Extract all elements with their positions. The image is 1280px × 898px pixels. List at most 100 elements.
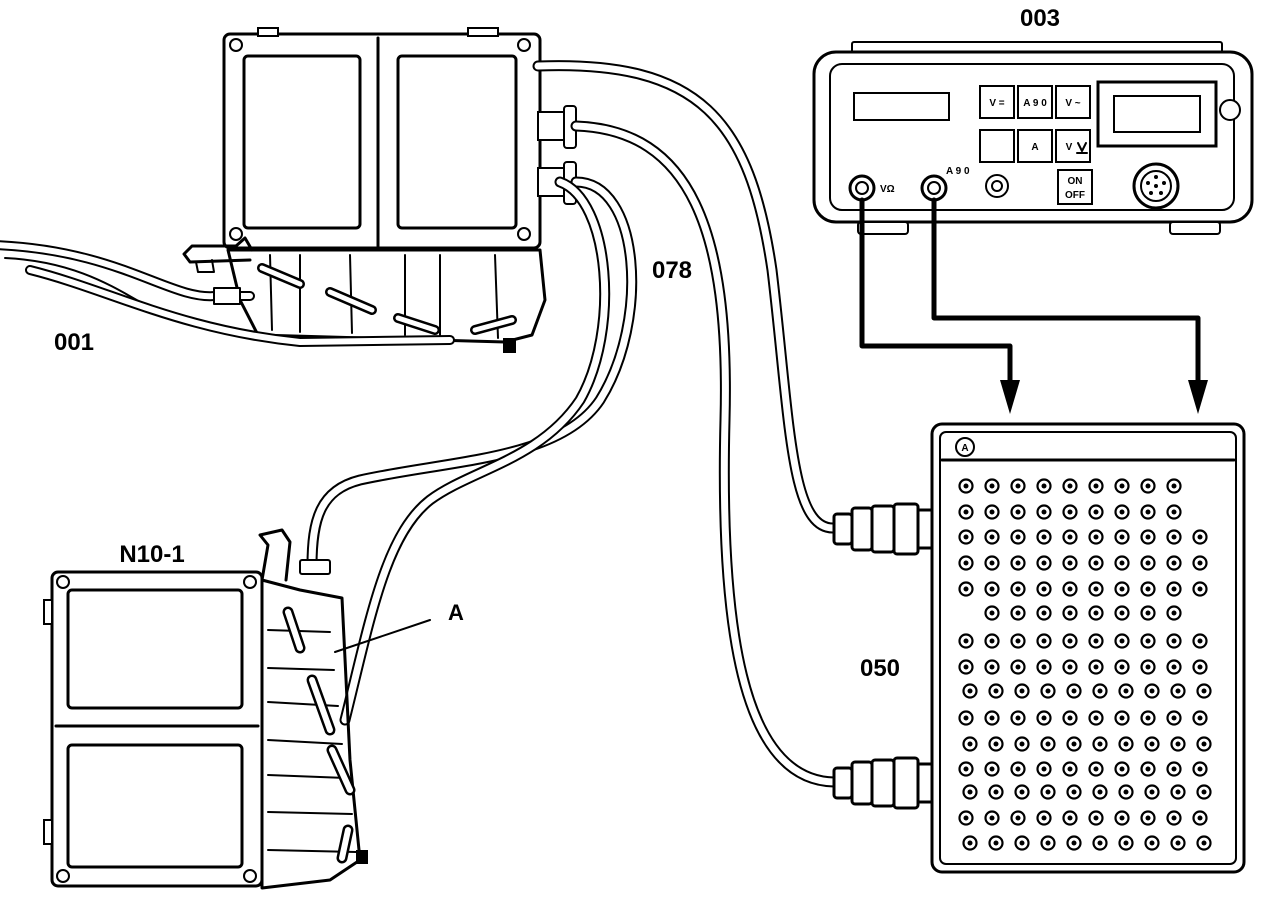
breakout-pin-center <box>989 534 995 540</box>
breakout-pin-center <box>1093 715 1099 721</box>
breakout-pin-center <box>963 715 969 721</box>
cable-upper-connector <box>532 60 840 534</box>
button-v-ac-label: V ~ <box>1065 98 1080 109</box>
breakout-pin-center <box>1201 789 1207 795</box>
breakout-pin-center <box>1201 840 1207 846</box>
breakout-connector-lower <box>832 756 934 810</box>
breakout-pin-center <box>1015 715 1021 721</box>
breakout-pin-center <box>1015 586 1021 592</box>
breakout-pin-center <box>1175 789 1181 795</box>
harness-001 <box>0 240 455 347</box>
breakout-pin-center <box>967 741 973 747</box>
button-v-dc <box>979 85 1015 119</box>
breakout-pin-center <box>1071 688 1077 694</box>
breakout-pin-center <box>1041 560 1047 566</box>
breakout-pin-center <box>1119 638 1125 644</box>
breakout-pin-center <box>1041 664 1047 670</box>
breakout-pin-center <box>1171 534 1177 540</box>
breakout-box-050: A <box>832 422 1246 874</box>
breakout-pin-center <box>1145 638 1151 644</box>
breakout-pin-center <box>963 483 969 489</box>
breakout-pin-center <box>1145 815 1151 821</box>
breakout-pin-center <box>1145 610 1151 616</box>
breakout-pin-center <box>1123 688 1129 694</box>
breakout-pin-center <box>1071 741 1077 747</box>
label-n10-1: N10-1 <box>119 541 184 568</box>
breakout-pin-center <box>963 638 969 644</box>
breakout-pin-center <box>1201 688 1207 694</box>
breakout-pin-center <box>1067 815 1073 821</box>
breakout-pin-center <box>1093 815 1099 821</box>
breakout-pin-center <box>1015 815 1021 821</box>
breakout-pin-center <box>1067 509 1073 515</box>
breakout-pin-center <box>1119 766 1125 772</box>
button-a90-label: A 9 0 <box>1023 98 1047 109</box>
jack-v-ohm-label: VΩ <box>880 184 895 195</box>
breakout-pin-center <box>1041 534 1047 540</box>
adapter-cable-078 <box>306 176 638 726</box>
breakout-pin-center <box>1041 638 1047 644</box>
breakout-pin-center <box>1145 483 1151 489</box>
multimeter-003: V = A 9 0 V ~ A V ON OFF VΩ A 9 0 <box>812 41 1254 235</box>
breakout-pin-center <box>1015 560 1021 566</box>
unit-n10-1 <box>43 528 431 890</box>
breakout-pin-center <box>1015 766 1021 772</box>
test-leads <box>859 197 1208 414</box>
breakout-pin-center <box>1171 483 1177 489</box>
breakout-pin-center <box>1171 638 1177 644</box>
power-on-label: ON <box>1068 176 1083 187</box>
label-003: 003 <box>1020 5 1060 32</box>
breakout-pin-center <box>963 534 969 540</box>
label-001: 001 <box>54 329 94 356</box>
breakout-pin-center <box>989 815 995 821</box>
breakout-pin-center <box>1175 840 1181 846</box>
breakout-pin-center <box>1175 741 1181 747</box>
breakout-pin-center <box>1119 560 1125 566</box>
breakout-pin-center <box>967 688 973 694</box>
breakout-pin-center <box>1145 534 1151 540</box>
breakout-pin-center <box>989 715 995 721</box>
breakout-pin-center <box>1067 534 1073 540</box>
breakout-pin-center <box>1145 509 1151 515</box>
control-unit-001 <box>182 27 577 353</box>
label-050: 050 <box>860 655 900 682</box>
breakout-pin-center <box>1149 741 1155 747</box>
breakout-pin-center <box>1045 741 1051 747</box>
breakout-pin-center <box>1123 741 1129 747</box>
breakout-pin-center <box>989 483 995 489</box>
breakout-pin-center <box>1119 586 1125 592</box>
breakout-pin-center <box>963 560 969 566</box>
breakout-pin-center <box>1067 560 1073 566</box>
breakout-pin-center <box>1015 483 1021 489</box>
button-v-ac <box>1055 85 1091 119</box>
breakout-pin-center <box>1201 741 1207 747</box>
breakout-pin-center <box>1197 664 1203 670</box>
label-078: 078 <box>652 257 692 284</box>
breakout-pin-center <box>1119 715 1125 721</box>
breakout-pin-center <box>989 610 995 616</box>
breakout-pin-center <box>993 840 999 846</box>
breakout-pin-center <box>1067 664 1073 670</box>
breakout-pin-center <box>967 789 973 795</box>
breakout-pin-center <box>1067 766 1073 772</box>
breakout-pin-center <box>1197 638 1203 644</box>
breakout-pin-center <box>1197 586 1203 592</box>
round-socket <box>1132 162 1180 210</box>
breakout-pin-center <box>1071 840 1077 846</box>
breakout-pin-center <box>1171 664 1177 670</box>
power-off-label: OFF <box>1065 190 1085 201</box>
breakout-pin-center <box>1197 815 1203 821</box>
breakout-pin-center <box>989 664 995 670</box>
button-blank <box>979 129 1015 163</box>
breakout-pin-center <box>989 509 995 515</box>
breakout-pin-center <box>1171 715 1177 721</box>
breakout-pin-center <box>989 766 995 772</box>
breakout-pin-center <box>1093 664 1099 670</box>
breakout-pin-center <box>1015 534 1021 540</box>
cable-lower-connector <box>570 120 840 788</box>
breakout-pin-center <box>1171 815 1177 821</box>
breakout-pin-center <box>1119 483 1125 489</box>
breakout-pin-center <box>1093 766 1099 772</box>
breakout-pin-center <box>1123 840 1129 846</box>
